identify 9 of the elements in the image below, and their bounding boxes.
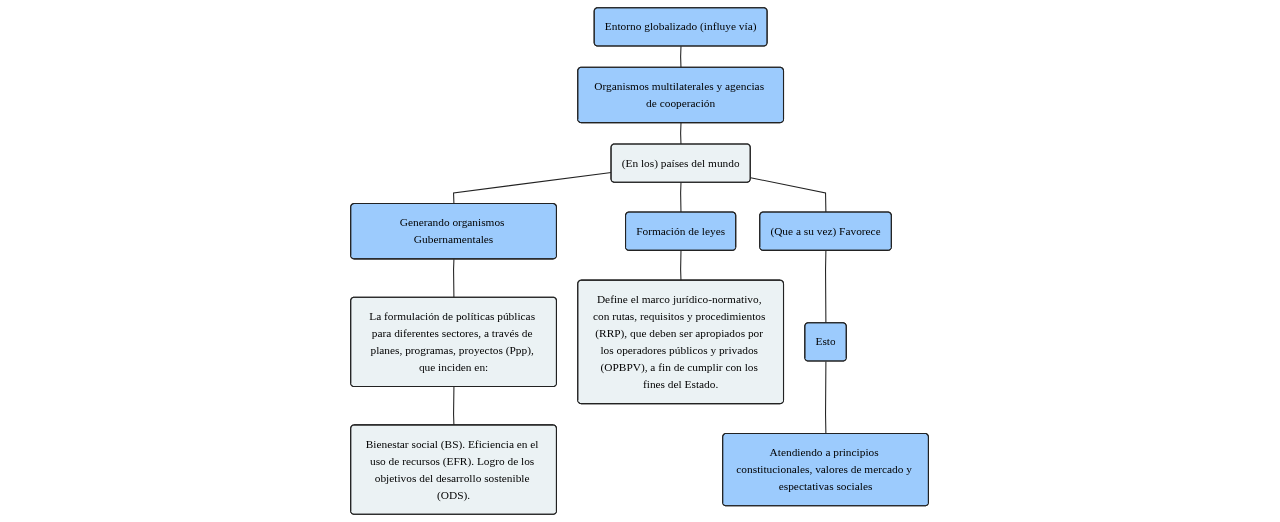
connector [453,386,455,426]
connector [680,250,682,282]
connector [825,250,827,324]
connector [680,182,682,213]
connector [825,360,827,435]
connector [750,177,827,213]
connector [680,122,682,145]
connector [680,45,682,69]
connector [453,258,455,299]
